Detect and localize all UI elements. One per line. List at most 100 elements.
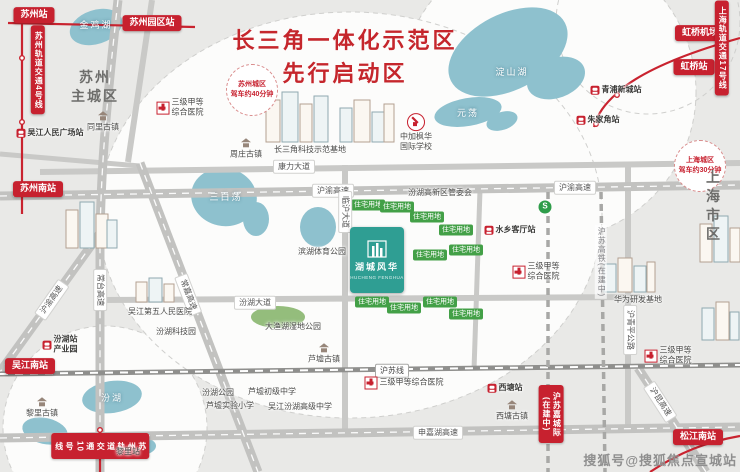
label-text: 三级甲等综合医院	[379, 377, 444, 387]
label-text: 常台高速	[96, 274, 106, 306]
label-text: 滨湖体育公园	[298, 246, 346, 256]
train-icon	[487, 383, 497, 393]
label-text: 同里古镇	[87, 122, 119, 132]
road-name-label: 常嘉高速	[173, 272, 203, 318]
label-text: 西塘古镇	[496, 411, 528, 421]
lake-name-label: 三白荡	[209, 192, 242, 204]
project-marker: 湖城风华 HUCHENG FENGHUA	[350, 227, 404, 293]
station-label: 西塘站	[487, 383, 523, 393]
label-text: 沪苏线	[380, 365, 404, 375]
label-text: 沪苏高铁(在建中)	[597, 226, 607, 298]
label-text: 汾湖科技园	[156, 326, 196, 336]
road-name-label: 汾湖大道	[234, 295, 276, 311]
label-text: 住宅用地	[383, 203, 411, 211]
poi-label: 黎里站	[116, 447, 140, 457]
poi-label: 华为研发基地	[614, 295, 662, 305]
land-plot-badge: 住宅用地	[380, 201, 414, 213]
label-text: 汾湖高新区管委会	[408, 187, 472, 197]
land-plot-badge: 住宅用地	[449, 244, 483, 256]
label-text: 临沪大道	[341, 196, 351, 228]
building-shape	[701, 307, 715, 341]
project-name: 湖城风华	[354, 262, 399, 272]
label-text: 住宅用地	[413, 213, 441, 221]
ancient-town-label: 同里古镇	[87, 111, 119, 132]
hospital-cross-icon	[512, 265, 526, 279]
label-text: 芦墟古镇	[308, 354, 340, 364]
lake-name-label: 汾湖	[101, 393, 123, 405]
label-text: S	[542, 201, 548, 211]
label-text: 沪青平公路	[626, 310, 636, 350]
poi-label: 长三角科技示范基地	[274, 145, 346, 155]
label-text: 沪渝高速	[317, 185, 349, 195]
rail-line-badge: 苏州轨道交通10号线	[51, 433, 149, 459]
label-text: 吴江人民广场站	[27, 127, 84, 137]
label-text: 芦墟初级中学	[248, 386, 296, 396]
station-badge: 松江南站	[672, 429, 724, 445]
poi-label: 芦墟初级中学	[248, 387, 296, 397]
station-badge: 苏州站	[13, 7, 55, 23]
land-plot-badge: 住宅用地	[355, 296, 389, 308]
label-text: 沪渝高速	[38, 283, 65, 316]
road-name-label: 常台高速	[92, 269, 108, 311]
land-plot-badge: 住宅用地	[413, 249, 447, 261]
label-text: 虹桥机场	[681, 27, 719, 38]
label-text: 黎里古镇	[26, 408, 58, 418]
project-pinyin: HUCHENG FENGHUA	[350, 275, 404, 280]
label-text: 元荡	[456, 108, 480, 119]
district-label: 苏州 主城区	[71, 68, 119, 106]
label-text: 苏州园区站	[129, 17, 175, 28]
train-icon	[484, 225, 494, 235]
label-text: 长三角科技示范基地	[274, 144, 346, 154]
poi-label: 滨湖体育公园	[298, 247, 346, 257]
poi-label: 芦墟实验小学	[206, 401, 254, 411]
label-text: 黎里站	[116, 446, 140, 456]
ancient-town-label: 周庄古镇	[230, 138, 262, 159]
label-text: 汾湖站 产业园	[53, 334, 78, 354]
station-label: 汾湖站 产业园	[42, 334, 78, 356]
ancient-town-label: 黎里古镇	[26, 397, 58, 418]
station-label: 青浦新城站	[590, 85, 642, 95]
hospital-cross-icon	[644, 349, 658, 363]
label-text: 住宅用地	[390, 304, 418, 312]
building-shape	[646, 261, 656, 293]
building-shape	[339, 107, 353, 143]
building-shape	[79, 201, 95, 249]
building-shape	[65, 209, 79, 249]
label-text: 苏州南站	[19, 183, 57, 194]
building-shape	[633, 265, 647, 293]
building-shape	[106, 219, 118, 249]
building-shape	[299, 103, 313, 143]
label-text: 三级甲等 综合医院	[659, 345, 692, 365]
label-text: 中加枫华 国际学校	[400, 132, 432, 152]
land-plot-badge: 住宅用地	[439, 224, 473, 236]
poi-label: 汾湖公园	[202, 388, 234, 398]
land-plot-badge: 住宅用地	[423, 296, 457, 308]
building-shape	[148, 277, 163, 303]
road-name-label: 申嘉湖高速	[413, 425, 463, 441]
building-shape	[699, 223, 713, 263]
road-name-label: 沪昆高速	[642, 380, 678, 424]
label-text: 虹桥站	[680, 61, 708, 72]
land-plot-badge: 住宅用地	[351, 199, 385, 211]
label-text: 住宅用地	[442, 226, 470, 234]
label-text: 水乡客厅站	[495, 224, 536, 234]
label-text: 金鸡湖	[79, 20, 113, 31]
label-text: 申嘉湖高速	[418, 427, 458, 437]
label-text: 三级甲等 综合医院	[171, 97, 204, 117]
label-text: 苏州站	[20, 9, 48, 20]
hospital-label: 三级甲等综合医院	[364, 376, 444, 390]
pagoda-icon	[36, 397, 48, 407]
label-text: 吴江汾湖高级中学	[268, 401, 332, 411]
project-building-icon	[367, 240, 387, 258]
label-text: 华为研发基地	[614, 294, 662, 304]
pagoda-icon	[240, 138, 252, 148]
road-name-label: 沪青平公路	[622, 305, 638, 355]
train-icon	[590, 85, 600, 95]
school-label: 中加枫华 国际学校	[400, 113, 432, 153]
map-title: 长三角一体化示范区 先行启动区	[170, 24, 520, 90]
train-icon	[576, 115, 586, 125]
wetland-park-shape	[251, 306, 305, 328]
building-shape	[383, 103, 395, 143]
railway-name-label: 沪苏高铁(在建中)	[594, 224, 608, 300]
